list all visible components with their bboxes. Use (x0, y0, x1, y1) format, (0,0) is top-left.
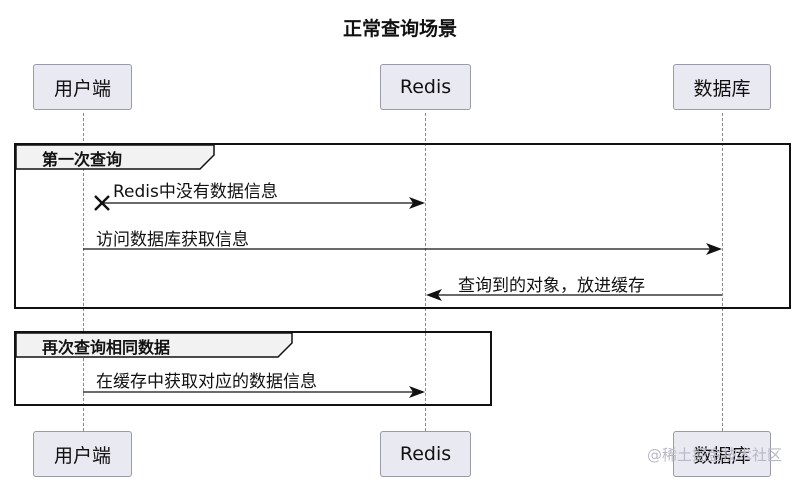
lifeline-db (722, 113, 723, 431)
message-label-3: 查询到的对象，放进缓存 (458, 276, 645, 296)
group-label-tab (16, 145, 215, 170)
participant-redis-label: Redis (399, 443, 452, 465)
participant-redis-top: Redis (380, 64, 471, 110)
participant-db-label: 数据库 (693, 77, 751, 100)
participant-redis-label: Redis (399, 76, 452, 98)
group-label-repeat-query: 再次查询相同数据 (42, 338, 171, 357)
message-arrow-2 (83, 243, 722, 255)
participant-redis-bottom: Redis (380, 431, 471, 477)
participant-client-label: 用户端 (53, 77, 111, 100)
group-label-first-query: 第一次查询 (42, 150, 123, 169)
diagram-title: 正常查询场景 (342, 18, 457, 40)
group-frame-first-query: 第一次查询 (14, 143, 791, 309)
message-label-4: 在缓存中获取对应的数据信息 (96, 372, 317, 392)
watermark: @稀土掘金技术社区 (646, 446, 782, 464)
message-label-2: 访问数据库获取信息 (96, 230, 249, 250)
participant-client-label: 用户端 (53, 444, 111, 467)
participant-db-top: 数据库 (673, 64, 771, 110)
participant-db-label: 数据库 (693, 444, 751, 467)
message-arrow-4 (83, 386, 425, 398)
participant-client-bottom: 用户端 (33, 431, 132, 477)
message-label-1: Redis中没有数据信息 (113, 182, 278, 202)
lifeline-client (83, 113, 84, 431)
participant-client-top: 用户端 (33, 64, 132, 110)
group-label-tab (16, 333, 293, 358)
group-frame-repeat-query: 再次查询相同数据 (14, 331, 492, 406)
lifeline-redis (425, 113, 426, 431)
participant-db-bottom: 数据库 (673, 431, 771, 477)
message-arrow-1 (94, 195, 425, 211)
message-arrow-3 (426, 289, 722, 301)
